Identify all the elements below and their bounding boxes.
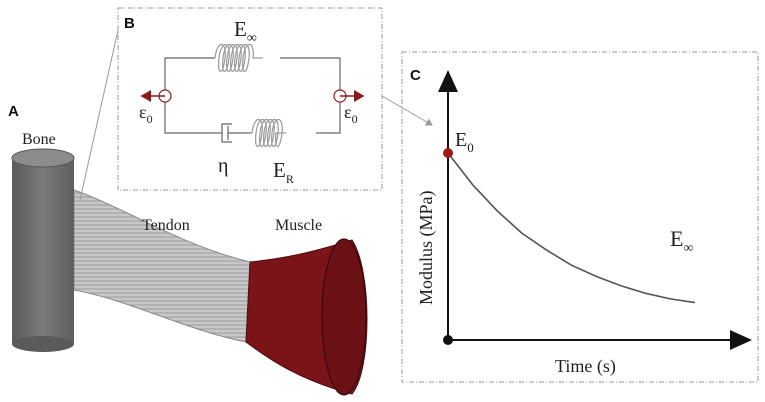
x-axis-label: Time (s) [555,356,616,377]
start-modulus-label: E0 [455,129,474,155]
spring-top-label: E∞ [234,17,257,46]
panel-a-letter: A [8,103,19,120]
y-axis-label: Modulus (MPa) [416,190,437,305]
circuit [164,57,341,143]
bone [12,158,74,344]
spring-bottom-label: ER [273,158,294,186]
bone-bottom [12,336,74,352]
origin-point [443,335,453,345]
zoom-line-b-to-c [381,95,433,126]
spring-bottom [251,118,286,148]
initial-modulus-point [443,148,453,158]
end-modulus-label: E∞ [670,226,693,256]
strain-right-label: ε0 [344,102,358,126]
bone-label: Bone [22,131,56,148]
muscle-end [321,238,367,396]
panel-b-frame [117,7,383,191]
spring-top [214,43,263,73]
y-axis-arrowhead [438,70,458,92]
panel-c: C E0 E∞ Time (s) Modulus (MPa) [401,51,759,383]
x-axis-arrowhead [730,330,752,350]
dashpot-label: η [218,155,228,177]
zoom-line-a-to-b [79,29,119,201]
tendon-label: Tendon [142,217,190,234]
strain-left-label: ε0 [139,102,153,126]
tendon [73,189,251,343]
panel-a: A Bone Tendon Muscle [8,29,368,396]
panel-b: B E∞ ER η ε0 ε0 [117,7,433,191]
panel-c-frame [401,51,759,383]
bone-top [11,148,75,168]
panel-c-letter: C [410,67,421,84]
muscle-label: Muscle [275,217,322,234]
panel-b-letter: B [124,15,135,32]
chart-series-line [447,152,696,304]
